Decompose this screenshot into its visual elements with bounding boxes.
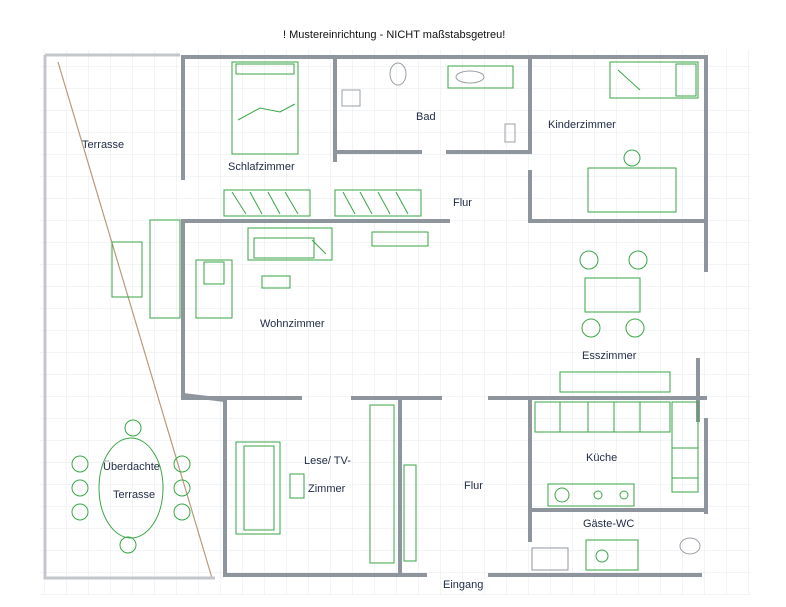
kitchen-counter-icon <box>534 401 671 433</box>
shelf-icon <box>371 231 429 247</box>
room-label-lese: Lese/ TV- <box>304 455 351 467</box>
room-label-eingang: Eingang <box>443 579 484 591</box>
room-label-kueche: Küche <box>586 452 618 464</box>
toilet-icon <box>389 62 407 86</box>
room-label-esszimmer: Esszimmer <box>582 350 637 362</box>
sofa-icon <box>247 227 333 261</box>
room-label-gaeste-wc: Gäste-WC <box>583 518 635 530</box>
room-label-schlafzimmer: Schlafzimmer <box>228 161 295 173</box>
room-label-terrasse: Terrasse <box>82 139 125 151</box>
bed-icon <box>231 61 299 155</box>
walls <box>180 55 708 577</box>
stove-icon <box>547 483 635 507</box>
terrace-outline <box>43 53 215 580</box>
sofa-icon <box>235 441 281 535</box>
room-label-flur-upper: Flur <box>453 197 472 209</box>
lounger-icon <box>111 241 143 298</box>
room-label-lese-zimmer: Zimmer <box>308 483 346 495</box>
side-table-icon <box>289 473 305 499</box>
wardrobe-icon <box>223 189 311 217</box>
wardrobe-icon <box>334 189 422 217</box>
room-label-wohnzimmer: Wohnzimmer <box>260 318 325 330</box>
sink-icon <box>341 89 361 107</box>
toilet-icon <box>679 537 701 555</box>
tv-icon <box>403 464 417 562</box>
armchair-icon <box>195 259 233 319</box>
storage-icon <box>531 547 569 571</box>
bathtub-icon <box>447 65 514 89</box>
room-label-ueberdachte: Überdachte <box>103 461 160 473</box>
room-label-kinderzimmer: Kinderzimmer <box>548 119 616 131</box>
room-label-flur-lower: Flur <box>464 480 483 492</box>
bed-icon <box>609 61 699 99</box>
page-title: ! Mustereinrichtung - NICHT maßstabsgetr… <box>283 29 506 41</box>
sideboard-icon <box>559 371 671 393</box>
room-label-ueberdachte-terrasse: Terrasse <box>113 489 156 501</box>
dining-table-icon <box>584 277 641 313</box>
lounger-icon <box>149 219 181 319</box>
furniture <box>71 61 701 571</box>
grid-background <box>40 50 750 595</box>
desk-icon <box>587 167 677 213</box>
bookshelf-icon <box>369 404 395 564</box>
wc-sink-icon <box>585 539 639 571</box>
terrace-boundary-line <box>57 61 213 579</box>
room-label-bad: Bad <box>416 111 436 123</box>
coffee-table-icon <box>261 275 291 289</box>
